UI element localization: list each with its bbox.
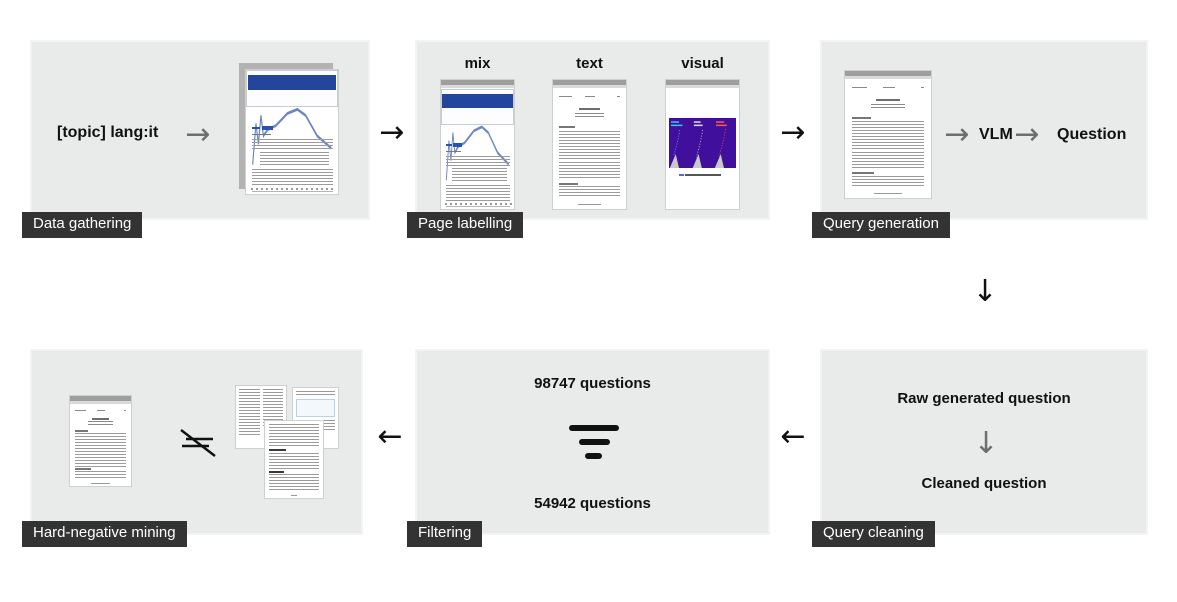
panel-label-hard-negative-mining: Hard-negative mining: [22, 521, 187, 547]
input-document: [844, 70, 932, 199]
text-document: [552, 79, 627, 210]
mix-page-thumbnail: [246, 70, 338, 194]
panel-label-filtering: Filtering: [407, 521, 483, 547]
text-page-thumbnail: [70, 405, 131, 486]
text-page-thumbnail: [553, 89, 626, 209]
panel-hard-negative-mining: [30, 349, 363, 535]
category-label-visual: visual: [681, 55, 724, 72]
filter-icon: [569, 425, 619, 459]
panel-data-gathering: [topic] lang:it →: [30, 40, 370, 220]
text-page-thumbnail: [845, 80, 931, 198]
raw-question-label: Raw generated question: [897, 390, 1071, 407]
flow-arrow-left-icon: ←: [377, 419, 403, 454]
question-output-label: Question: [1057, 126, 1127, 143]
questions-before-count: 98747 questions: [534, 375, 651, 392]
down-arrow-icon: ↓: [973, 426, 999, 461]
right-arrow-icon: →: [185, 117, 211, 152]
line-chart-figure: [441, 89, 514, 206]
flow-arrow-right-icon: →: [780, 115, 806, 150]
search-query-text: [topic] lang:it: [57, 124, 159, 141]
mix-page-thumbnail: [441, 89, 514, 209]
panel-page-labelling: mix text visual: [415, 40, 770, 220]
flow-arrow-right-icon: →: [379, 115, 405, 150]
panel-label-page-labelling: Page labelling: [407, 212, 524, 238]
panel-filtering: 98747 questions 54942 questions: [415, 349, 770, 535]
panel-label-data-gathering: Data gathering: [22, 212, 143, 238]
visual-page-thumbnail: [666, 89, 739, 209]
panel-label-query-generation: Query generation: [812, 212, 950, 238]
category-label-mix: mix: [464, 55, 491, 72]
line-chart-figure: [246, 70, 338, 191]
flow-arrow-down-icon: ↓: [972, 274, 998, 309]
category-label-text: text: [576, 55, 603, 72]
right-arrow-icon: →: [1014, 117, 1040, 152]
panel-query-generation: → VLM → Question: [820, 40, 1148, 220]
not-equal-icon: [180, 429, 216, 457]
questions-after-count: 54942 questions: [534, 495, 651, 512]
negative-documents-cluster: [32, 351, 361, 533]
vlm-label: VLM: [979, 126, 1013, 143]
visual-document: [665, 79, 740, 210]
mix-document: [440, 79, 515, 210]
panel-query-cleaning: Raw generated question ↓ Cleaned questio…: [820, 349, 1148, 535]
flow-arrow-left-icon: ←: [780, 419, 806, 454]
cleaned-question-label: Cleaned question: [921, 475, 1047, 492]
right-arrow-icon: →: [944, 117, 970, 152]
query-document: [69, 395, 132, 487]
panel-label-query-cleaning: Query cleaning: [812, 521, 935, 547]
negative-page-front: [264, 420, 324, 499]
